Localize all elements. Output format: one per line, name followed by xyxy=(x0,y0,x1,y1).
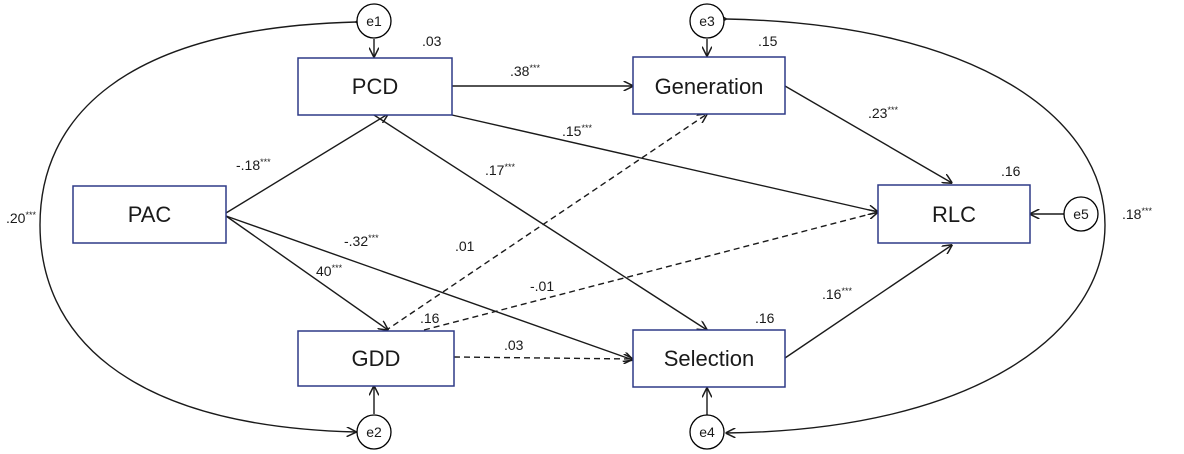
coef-generation-rlc: .23*** xyxy=(868,105,898,121)
r2-generation: .15 xyxy=(758,33,778,49)
coef-gdd-rlc: -.01 xyxy=(530,278,554,294)
error-e5: e5 xyxy=(1063,196,1099,232)
node-selection: Selection xyxy=(632,329,786,388)
coef-pcd-generation: .38*** xyxy=(510,63,540,79)
cov-e3-e4-arc xyxy=(726,19,1106,433)
path-pac-pcd xyxy=(225,114,388,214)
error-e1: e1 xyxy=(356,3,392,39)
error-e3-label: e3 xyxy=(699,13,715,29)
coef-pac-selection: -.32*** xyxy=(344,233,379,249)
r2-rlc: .16 xyxy=(1001,163,1021,179)
coef-gdd-generation: .01 xyxy=(455,238,475,254)
path-pcd-selection xyxy=(373,114,707,330)
coef-cov-e1-e2: .20*** xyxy=(6,210,36,226)
node-pac-label: PAC xyxy=(128,202,172,227)
path-pac-gdd xyxy=(225,215,388,330)
path-gdd-rlc xyxy=(423,212,878,331)
path-generation-rlc xyxy=(784,85,952,183)
error-e4: e4 xyxy=(689,414,725,450)
error-e2-label: e2 xyxy=(366,424,382,440)
node-generation-label: Generation xyxy=(655,74,764,99)
coef-pac-gdd: 40*** xyxy=(316,263,343,279)
coef-selection-rlc: .16*** xyxy=(822,286,852,302)
node-pac: PAC xyxy=(72,185,227,244)
coef-pcd-rlc: .15*** xyxy=(562,123,592,139)
r2-pcd: .03 xyxy=(422,33,442,49)
coef-pac-pcd: -.18*** xyxy=(236,157,271,173)
r2-gdd: .16 xyxy=(420,310,440,326)
path-selection-rlc xyxy=(784,245,952,359)
r2-selection: .16 xyxy=(755,310,775,326)
error-e1-label: e1 xyxy=(366,13,382,29)
node-rlc: RLC xyxy=(877,184,1031,244)
path-gdd-selection xyxy=(453,357,633,359)
node-selection-label: Selection xyxy=(664,346,755,371)
error-e4-label: e4 xyxy=(699,424,715,440)
coef-pcd-selection: .17*** xyxy=(485,162,515,178)
node-generation: Generation xyxy=(632,56,786,115)
path-gdd-generation xyxy=(385,114,707,331)
error-e5-label: e5 xyxy=(1073,206,1089,222)
cov-e1-e2-arc xyxy=(39,22,356,432)
coef-cov-e3-e4: .18*** xyxy=(1122,206,1152,222)
node-gdd-label: GDD xyxy=(352,346,401,371)
path-pcd-rlc xyxy=(451,114,878,212)
node-pcd-label: PCD xyxy=(352,74,398,99)
error-e2: e2 xyxy=(356,414,392,450)
node-gdd: GDD xyxy=(297,330,455,387)
node-rlc-label: RLC xyxy=(932,202,976,227)
node-pcd: PCD xyxy=(297,57,453,116)
error-e3: e3 xyxy=(689,3,725,39)
coef-gdd-selection: .03 xyxy=(504,337,524,353)
